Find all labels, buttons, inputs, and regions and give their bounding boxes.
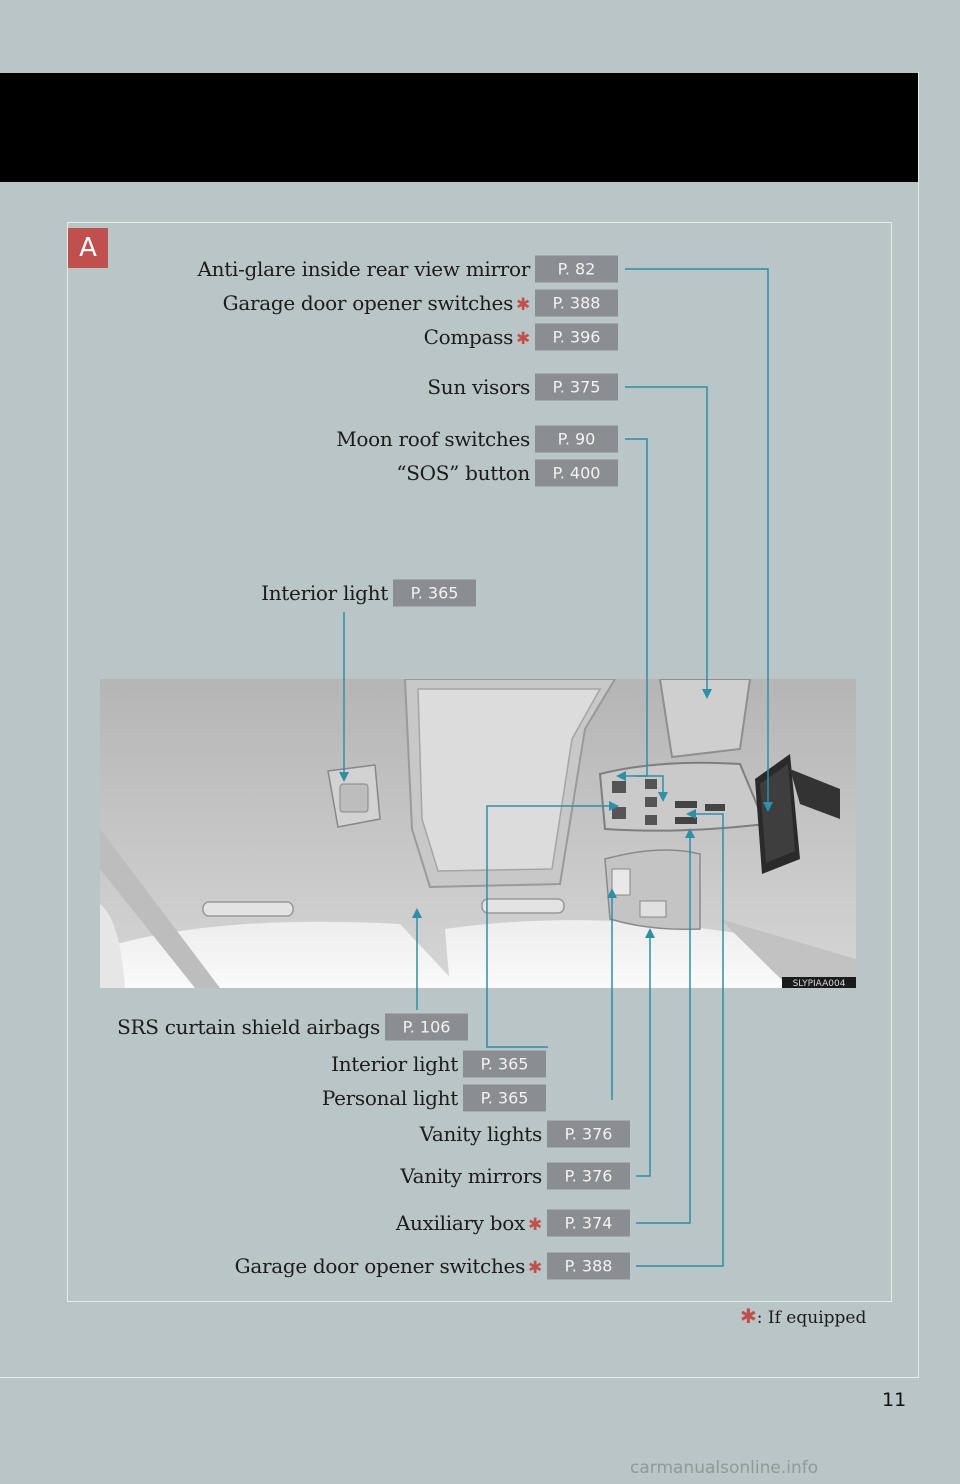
page-ref-rear-view-mirror[interactable]: P. 82 [535,255,618,283]
page-ref-garage-door-opener-top[interactable]: P. 388 [535,289,618,317]
illustration-frame [67,222,892,1302]
page-edge [918,72,919,1378]
page-ref-compass[interactable]: P. 396 [535,323,618,351]
page-ref-garage-door-opener-bottom[interactable]: P. 388 [547,1252,630,1280]
equipped-asterisk-icon: ✱ [740,1304,757,1328]
page-ref-moon-roof-switches[interactable]: P. 90 [535,425,618,453]
page-ref-auxiliary-box[interactable]: P. 374 [547,1209,630,1237]
callout-label-compass: Compass✱ [423,325,531,349]
callout-label-vanity-mirrors: Vanity mirrors [400,1164,542,1188]
callout-label-sun-visors: Sun visors [427,375,530,399]
footnote-text: : If equipped [756,1308,867,1328]
page-ref-sun-visors[interactable]: P. 375 [535,373,618,401]
callout-label-auxiliary-box: Auxiliary box✱ [395,1211,542,1235]
callout-label-interior-light-bottom: Interior light [331,1052,458,1076]
page-ref-personal-light[interactable]: P. 365 [463,1084,546,1112]
page-ref-vanity-lights[interactable]: P. 376 [547,1120,630,1148]
page-ref-srs-airbags[interactable]: P. 106 [385,1013,468,1041]
callout-label-garage-door-opener-bottom: Garage door opener switches✱ [234,1254,543,1278]
callout-label-vanity-lights: Vanity lights [419,1122,543,1146]
footnote: ✱: If equipped [740,1304,866,1328]
equipped-asterisk-icon: ✱ [528,1215,542,1235]
image-code-text: SLYPIAA004 [793,979,846,988]
vehicle-ceiling-illustration: SLYPIAA004 [100,679,856,988]
page-ref-interior-light-top[interactable]: P. 365 [393,579,476,607]
section-badge: A [68,228,108,268]
page-ref-interior-light-bottom[interactable]: P. 365 [463,1050,546,1078]
page-edge [0,1377,919,1378]
equipped-asterisk-icon: ✱ [528,1258,542,1278]
callout-label-interior-light-top: Interior light [261,581,388,605]
equipped-asterisk-icon: ✱ [516,295,530,315]
callout-label-personal-light: Personal light [321,1086,458,1110]
page-ref-vanity-mirrors[interactable]: P. 376 [547,1162,630,1190]
watermark: carmanualsonline.info [630,1458,819,1478]
callout-label-garage-door-opener-top: Garage door opener switches✱ [222,291,531,315]
header-band [0,73,918,182]
page-ref-sos-button[interactable]: P. 400 [535,459,618,487]
callout-label-sos-button: “SOS” button [396,461,530,485]
equipped-asterisk-icon: ✱ [516,329,530,349]
image-code-plate [782,977,856,988]
page-number: 11 [882,1389,907,1411]
callout-label-moon-roof-switches: Moon roof switches [336,427,530,451]
callout-label-srs-airbags: SRS curtain shield airbags [117,1015,380,1039]
callout-label-rear-view-mirror: Anti-glare inside rear view mirror [197,257,531,281]
